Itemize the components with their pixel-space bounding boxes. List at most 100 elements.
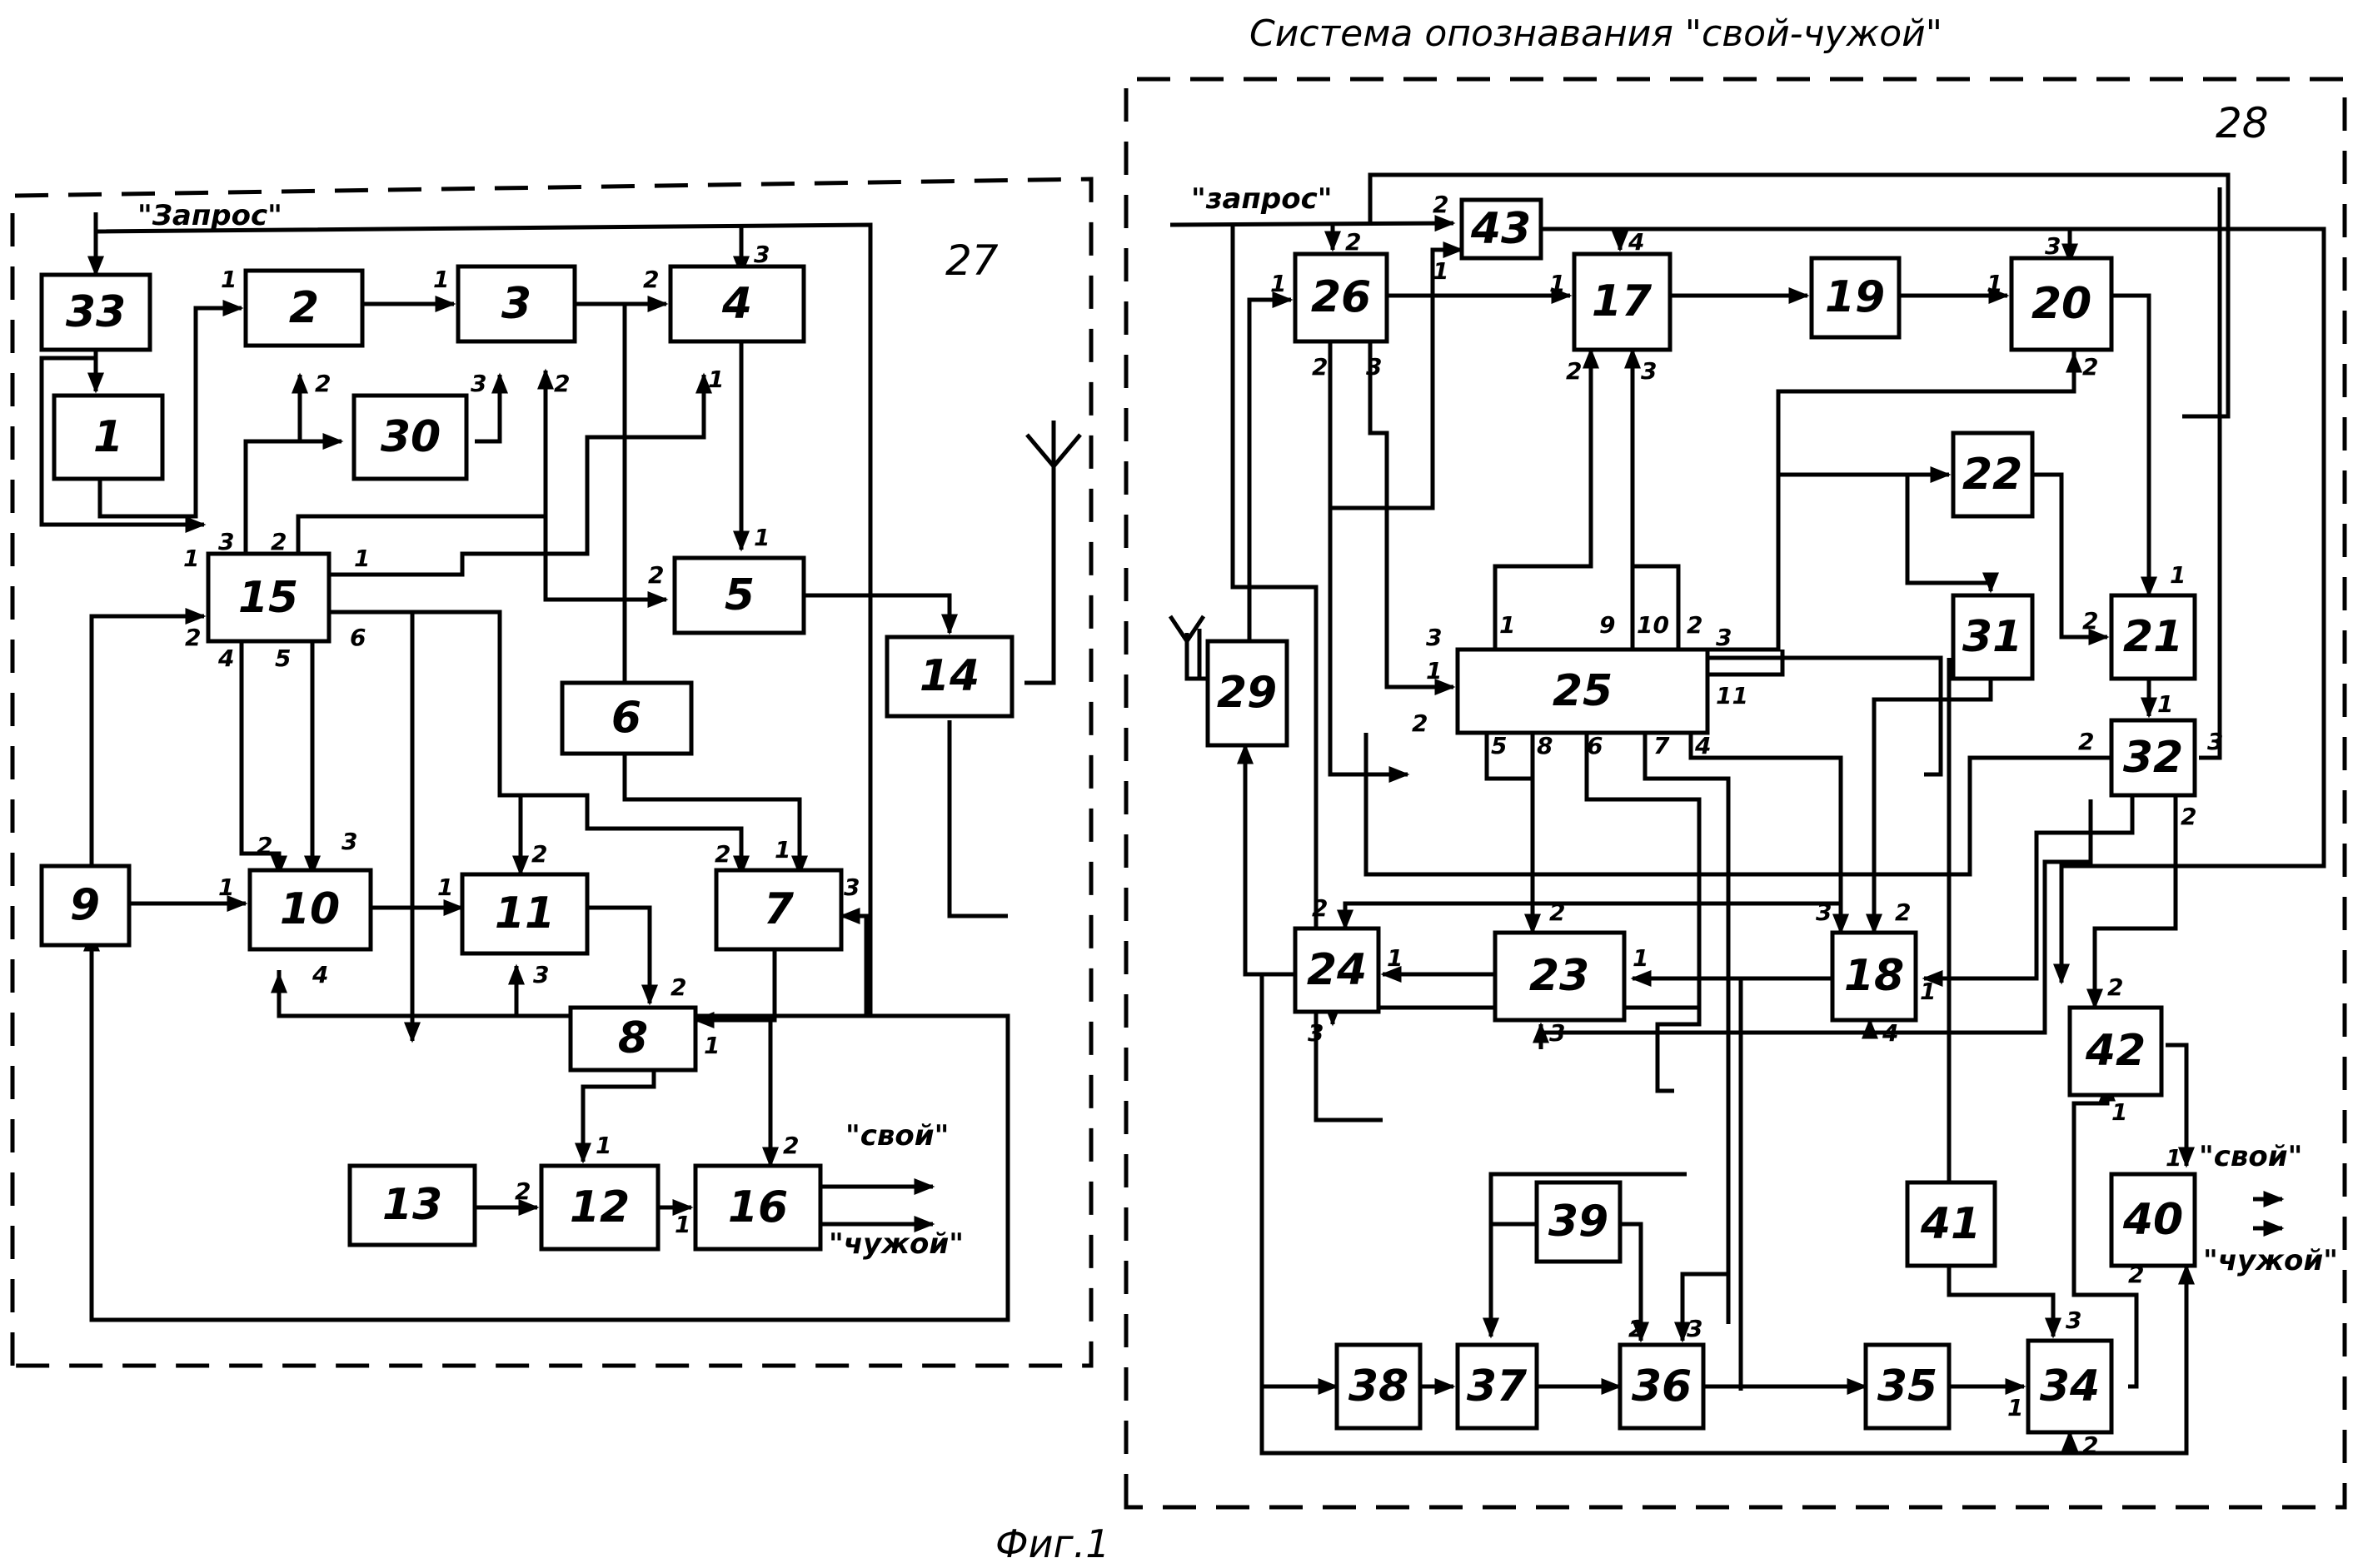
svg-text:3: 3 (341, 828, 357, 855)
block-8: 8 (568, 1005, 698, 1073)
svg-text:29: 29 (1217, 668, 1277, 718)
block-38: 38 (1334, 1342, 1423, 1431)
right-request-label: "запрос" (1191, 182, 1332, 216)
block-6: 6 (560, 680, 694, 756)
figure-caption: Фиг.1 (995, 1521, 1110, 1566)
block-19: 19 (1809, 256, 1902, 340)
block-10: 10 (247, 868, 373, 952)
left-own-output-label: "свой" (845, 1119, 949, 1152)
block-40: 40 (2109, 1172, 2197, 1268)
svg-text:2: 2 (2082, 607, 2098, 635)
diagram-title: Система опознавания "свой-чужой" (1249, 12, 1942, 55)
svg-text:1: 1 (437, 874, 453, 901)
block-37: 37 (1455, 1342, 1539, 1431)
svg-text:9: 9 (70, 880, 100, 930)
block-20: 20 (2009, 256, 2114, 352)
svg-text:30: 30 (381, 412, 441, 462)
svg-text:2: 2 (271, 528, 287, 555)
svg-text:3: 3 (1641, 357, 1657, 385)
svg-text:1: 1 (1549, 270, 1565, 297)
svg-text:4: 4 (1882, 1019, 1898, 1047)
svg-text:2: 2 (1433, 191, 1448, 218)
svg-text:38: 38 (1348, 1361, 1408, 1411)
svg-text:1: 1 (221, 266, 237, 293)
svg-text:31: 31 (1962, 612, 2022, 662)
svg-text:16: 16 (728, 1182, 788, 1232)
left-foreign-output-label: "чужой" (829, 1227, 964, 1261)
svg-text:4: 4 (721, 279, 752, 329)
svg-text:1: 1 (2166, 1144, 2181, 1172)
svg-text:8: 8 (618, 1013, 648, 1063)
svg-text:8: 8 (1537, 732, 1553, 759)
right-foreign-output-label: "чужой" (2203, 1244, 2338, 1277)
svg-text:2: 2 (2181, 803, 2196, 830)
svg-text:43: 43 (1470, 204, 1531, 254)
svg-text:6: 6 (350, 624, 366, 651)
block-14: 14 (885, 635, 1014, 719)
svg-text:1: 1 (1426, 657, 1442, 684)
svg-text:17: 17 (1592, 276, 1653, 326)
block-43: 43 (1459, 197, 1543, 261)
block-12: 12 (539, 1163, 661, 1252)
block-33: 33 (39, 272, 152, 352)
svg-text:3: 3 (844, 874, 860, 901)
svg-text:2: 2 (1895, 898, 1911, 926)
block-35: 35 (1863, 1342, 1952, 1431)
svg-text:18: 18 (1844, 951, 1904, 1001)
svg-text:2: 2 (2107, 973, 2123, 1001)
svg-text:1: 1 (2007, 1394, 2023, 1421)
unit-28-port-labels: 1 2 2 3 2 1 1 4 2 3 1 3 2 1 2 1 2 3 2 3 … (1270, 191, 2223, 1459)
svg-text:3: 3 (501, 279, 531, 329)
unit-27-wires (39, 212, 1082, 1322)
svg-text:3: 3 (1816, 898, 1832, 926)
svg-text:2: 2 (2078, 728, 2094, 755)
svg-text:3: 3 (1549, 1019, 1565, 1047)
svg-text:1: 1 (354, 545, 370, 572)
block-30: 30 (351, 393, 469, 481)
block-29: 29 (1205, 639, 1289, 748)
svg-text:26: 26 (1311, 272, 1371, 322)
svg-text:11: 11 (495, 889, 555, 938)
svg-text:2: 2 (1345, 228, 1361, 256)
block-36: 36 (1618, 1342, 1706, 1431)
svg-text:4: 4 (1694, 732, 1711, 759)
block-41: 41 (1905, 1180, 1997, 1268)
svg-text:2: 2 (531, 840, 547, 868)
svg-text:24: 24 (1307, 945, 1367, 995)
block-22: 22 (1951, 431, 2035, 519)
svg-text:40: 40 (2122, 1195, 2183, 1245)
svg-text:25: 25 (1553, 666, 1613, 716)
svg-text:1: 1 (1387, 944, 1403, 972)
svg-text:3: 3 (533, 961, 549, 988)
svg-text:1: 1 (775, 836, 790, 864)
svg-text:13: 13 (382, 1180, 442, 1230)
svg-text:41: 41 (1920, 1199, 1981, 1249)
svg-text:6: 6 (611, 693, 641, 743)
svg-text:1: 1 (1920, 978, 1936, 1005)
svg-text:19: 19 (1825, 272, 1885, 322)
block-32: 32 (2109, 718, 2197, 798)
svg-text:2: 2 (257, 832, 272, 859)
svg-text:2: 2 (289, 283, 319, 333)
unit-27-frame (10, 177, 1094, 1368)
svg-text:22: 22 (1962, 450, 2022, 500)
svg-text:1: 1 (708, 366, 724, 393)
svg-text:2: 2 (1687, 611, 1702, 639)
svg-text:1: 1 (596, 1132, 611, 1159)
block-42: 42 (2067, 1005, 2164, 1098)
svg-text:2: 2 (2082, 1431, 2098, 1459)
svg-text:2: 2 (643, 266, 659, 293)
unit-27-number: 27 (945, 236, 999, 285)
svg-text:10: 10 (280, 884, 340, 934)
svg-text:36: 36 (1632, 1361, 1692, 1411)
svg-text:1: 1 (675, 1211, 690, 1238)
svg-text:1: 1 (433, 266, 449, 293)
block-18: 18 (1830, 930, 1918, 1023)
svg-text:3: 3 (218, 528, 234, 555)
block-34: 34 (2026, 1338, 2114, 1435)
svg-text:42: 42 (2085, 1026, 2146, 1076)
svg-text:3: 3 (2066, 1307, 2081, 1334)
svg-text:3: 3 (1426, 624, 1442, 651)
svg-text:23: 23 (1529, 951, 1589, 1001)
svg-text:15: 15 (238, 573, 298, 623)
